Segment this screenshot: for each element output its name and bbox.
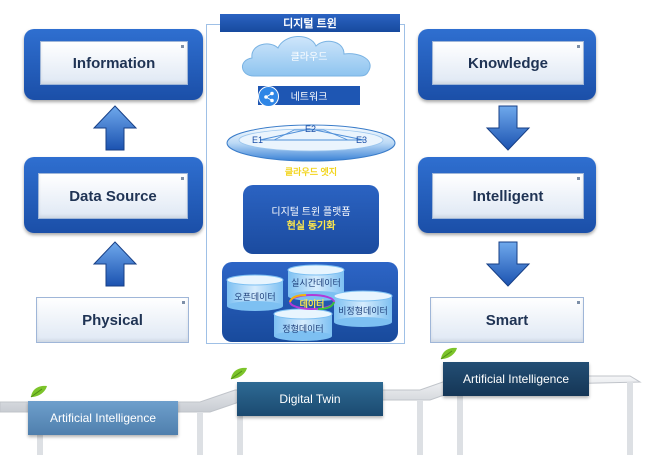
open-data-label: 오픈데이터 (234, 292, 276, 302)
arrow-up-icon (92, 240, 138, 288)
leaf-icon (230, 366, 248, 385)
platform-label: 디지털 트윈 플랫폼 (271, 206, 351, 218)
network-bar: 네트워크 (258, 86, 360, 105)
knowledge-label: Knowledge (432, 41, 584, 85)
leaf-icon (30, 384, 48, 403)
step-ai-left: Artificial Intelligence (28, 401, 178, 435)
edge-node-e1: E1 (252, 135, 264, 145)
unstructured-data-label: 비정형데이터 (338, 306, 388, 316)
arrow-up-icon (92, 104, 138, 152)
smart-label: Smart (430, 297, 584, 343)
digital-twin-title: 디지털 트윈 (220, 14, 400, 32)
sync-label: 현실 동기화 (286, 220, 336, 232)
realtime-data-label: 실시간데이터 (291, 278, 341, 288)
data-source-label: Data Source (38, 173, 188, 219)
share-icon (258, 86, 279, 107)
leaf-icon (440, 346, 458, 365)
step-digital-twin: Digital Twin (237, 382, 383, 416)
physical-label: Physical (36, 297, 189, 343)
edge-node-e3: E3 (356, 135, 368, 145)
step-ai-right: Artificial Intelligence (443, 362, 589, 396)
database-cluster-icon (222, 262, 398, 347)
arrow-down-icon (485, 240, 531, 288)
edge-node-e2: E2 (305, 124, 317, 134)
data-center-label: 데이터 (299, 299, 325, 309)
cloud-edge-label: 클라우드 엣지 (284, 167, 338, 177)
intelligent-label: Intelligent (432, 173, 584, 219)
network-label: 네트워크 (290, 92, 328, 103)
cloud-icon (236, 32, 382, 85)
cloud-label: 클라우드 (290, 52, 328, 63)
structured-data-label: 정형데이터 (282, 324, 324, 334)
digital-twin-platform: 디지털 트윈 플랫폼 현실 동기화 (243, 185, 379, 254)
arrow-down-icon (485, 104, 531, 152)
information-label: Information (40, 41, 188, 85)
edge-ring (224, 115, 398, 176)
